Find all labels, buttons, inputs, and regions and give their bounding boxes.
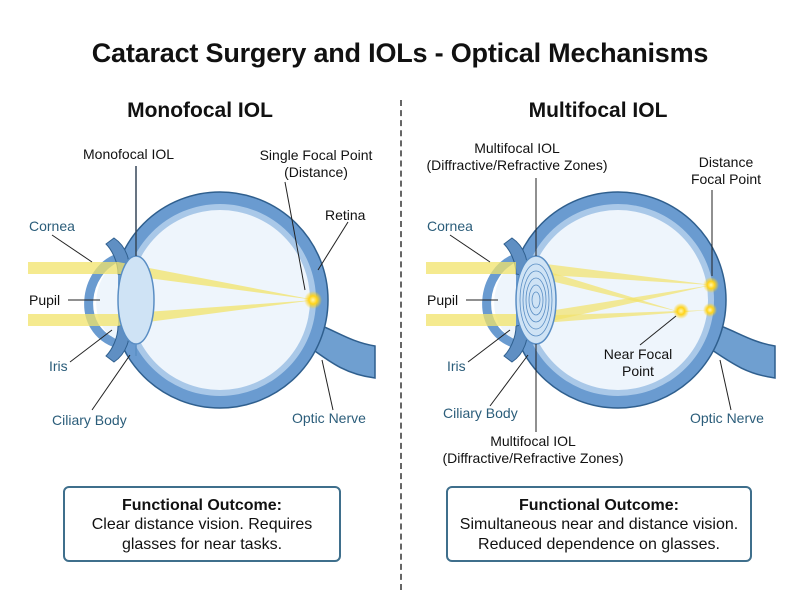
optic-nerve-shape-right [705,321,776,379]
label-pupil-right: Pupil [427,292,458,308]
distance-focal-point [703,277,719,293]
label-single-focal-line2: (Distance) [284,164,348,180]
label-optic-nerve: Optic Nerve [292,410,366,426]
label-near-focal-line1: Near Focal [604,346,672,362]
monofocal-subtitle: Monofocal IOL [127,99,273,122]
label-near-focal-line2: Point [622,363,654,379]
label-multifocal-iol-top-line1: Multifocal IOL [474,140,560,156]
label-retina: Retina [325,207,366,223]
outcome-line2: glasses for near tasks. [121,536,283,553]
page-title: Cataract Surgery and IOLs - Optical Mech… [91,38,709,68]
label-pupil: Pupil [29,292,60,308]
label-cornea: Cornea [29,218,75,234]
label-cornea-right: Cornea [427,218,473,234]
label-distance-focal-line1: Distance [699,154,754,170]
single-focal-point [304,291,322,309]
label-multifocal-iol-bottom-line2: (Diffractive/Refractive Zones) [442,450,623,466]
outcome-heading: Functional Outcome: [122,497,282,514]
upper-light-beam [28,262,315,300]
label-optic-nerve-right: Optic Nerve [690,410,764,426]
multifocal-subtitle: Multifocal IOL [528,99,668,122]
label-distance-focal-line2: Focal Point [691,171,761,187]
label-multifocal-iol-bottom-line1: Multifocal IOL [490,433,576,449]
label-iris-right: Iris [447,358,466,374]
upper-beam-distance [530,262,712,285]
multifocal-iol-lens [515,255,557,345]
multifocal-outcome-box: Functional Outcome: Simultaneous near an… [446,486,752,562]
label-ciliary-body-right: Ciliary Body [443,405,518,421]
near-focal-point [673,303,689,319]
outcome-line1: Simultaneous near and distance vision. [459,516,739,533]
upper-beam-input [426,262,516,274]
label-iris: Iris [49,358,68,374]
outcome-line1: Clear distance vision. Requires [91,516,313,533]
upper-beam-near [530,266,680,312]
optic-nerve-shape [307,320,376,379]
lower-beam-near [530,310,710,324]
label-monofocal-iol: Monofocal IOL [83,146,174,162]
monofocal-outcome-box: Functional Outcome: Clear distance visio… [63,486,341,562]
vitreous-shape [130,210,310,390]
outcome-heading: Functional Outcome: [519,497,679,514]
outcome-line2: Reduced dependence on glasses. [478,536,720,553]
label-single-focal-line1: Single Focal Point [260,147,373,163]
lower-beam-input [426,314,516,326]
panel-divider [400,100,402,590]
label-ciliary-body: Ciliary Body [52,412,127,428]
label-multifocal-iol-top-line2: (Diffractive/Refractive Zones) [426,157,607,173]
lower-light-beam [28,300,315,326]
